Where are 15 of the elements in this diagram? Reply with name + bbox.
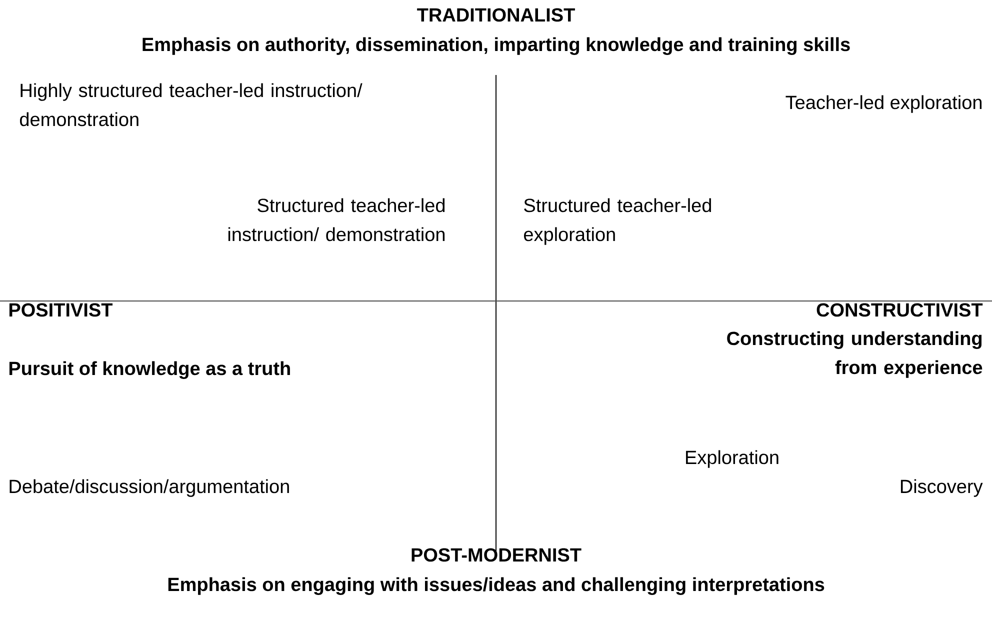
quadrant-heading: POST-MODERNIST [412, 548, 582, 562]
approach-label: Highly structured teacher-led instruction/ demonstration [20, 83, 362, 126]
approach-label: Structured teacher-led instruction/ demonstration [228, 198, 445, 242]
quadrant-heading: CONSTRUCTIVIST [816, 303, 983, 317]
approach-label: Teacher-led exploration [786, 95, 982, 113]
approach-label: Discovery [900, 479, 983, 497]
approach-label: Structured teacher-led exploration [524, 198, 711, 245]
quadrant-description: Constructing understanding from experience [727, 331, 982, 378]
quadrant-heading: TRADITIONALIST [417, 8, 575, 22]
quadrant-description: Emphasis on engaging with issues/ideas and challenging interpretations [168, 577, 824, 595]
quadrant-description: Pursuit of knowledge as a truth [9, 361, 290, 379]
approach-label: Exploration [686, 450, 778, 468]
quadrant-heading: POSITIVIST [9, 303, 113, 317]
quadrant-description: Emphasis on authority, dissemination, imparting knowledge and training skills [142, 37, 850, 55]
approach-label: Debate/discussion/argumentation [10, 479, 289, 497]
